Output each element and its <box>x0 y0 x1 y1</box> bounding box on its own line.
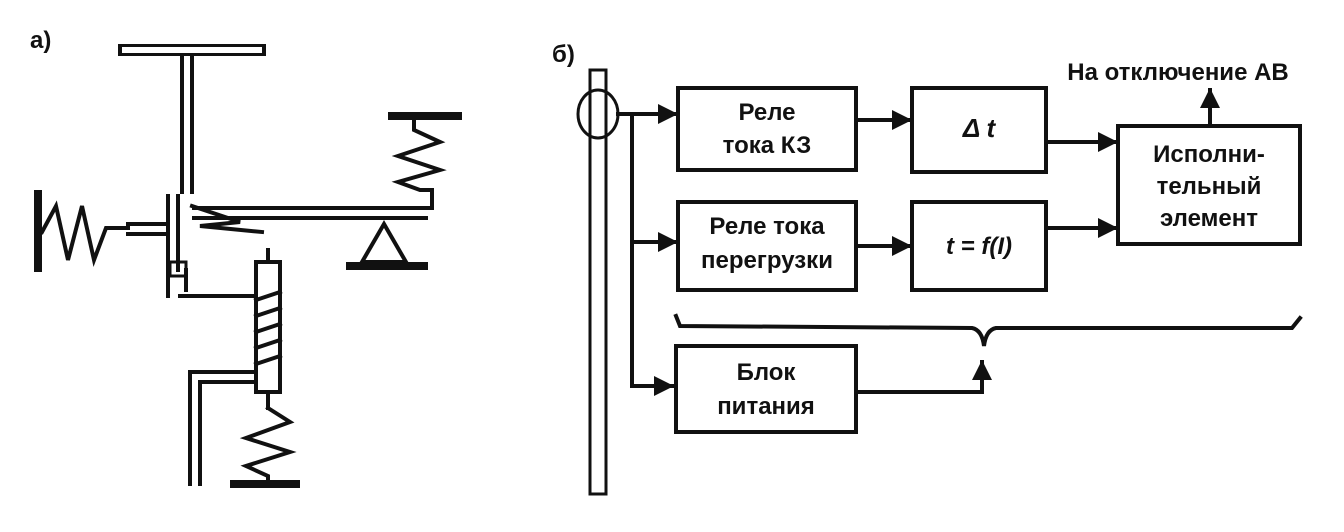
panel-b-block-diagram: б) Реле тока КЗ Δ t Исполни- <box>552 41 1303 496</box>
power-supply-line2: питания <box>717 393 815 420</box>
executive-element-line1: Исполни- <box>1153 141 1265 168</box>
pivot-rod <box>166 194 188 298</box>
signal-bus <box>616 104 678 396</box>
executive-element-line2: тельный <box>1157 173 1262 200</box>
executive-element-block: Исполни- тельный элемент <box>1116 124 1302 246</box>
block-connections <box>856 88 1220 394</box>
bottom-spring <box>230 405 300 488</box>
panel-b-label: б) <box>552 41 575 68</box>
power-supply-line1: Блок <box>737 359 797 386</box>
delay-text: Δ t <box>962 113 997 143</box>
short-circuit-relay-line1: Реле <box>738 99 795 126</box>
time-function-text: t = f(I) <box>946 233 1012 260</box>
time-function-block: t = f(I) <box>910 200 1048 292</box>
executive-element-line3: элемент <box>1160 205 1258 232</box>
fulcrum-support <box>346 220 428 270</box>
delay-block: Δ t <box>910 86 1048 174</box>
short-circuit-relay-line2: тока КЗ <box>723 132 812 159</box>
panel-a-mechanism: а) <box>30 27 462 488</box>
left-spring <box>34 190 130 272</box>
push-handle <box>118 44 266 194</box>
short-circuit-relay-block: Реле тока КЗ <box>676 86 858 172</box>
latch-lever <box>126 203 434 236</box>
power-supply-block: Блок питания <box>674 344 858 434</box>
overload-relay-line2: перегрузки <box>701 247 833 274</box>
current-transformer-icon <box>576 88 620 140</box>
solenoid <box>178 248 283 486</box>
conductor-bar <box>576 68 620 496</box>
panel-a-label: а) <box>30 27 51 54</box>
overload-relay-block: Реле тока перегрузки <box>676 200 858 292</box>
trip-output-label: На отключение АВ <box>1067 59 1289 86</box>
power-distribution-brace <box>673 313 1303 347</box>
overload-relay-line1: Реле тока <box>709 213 825 240</box>
right-spring <box>388 112 462 210</box>
